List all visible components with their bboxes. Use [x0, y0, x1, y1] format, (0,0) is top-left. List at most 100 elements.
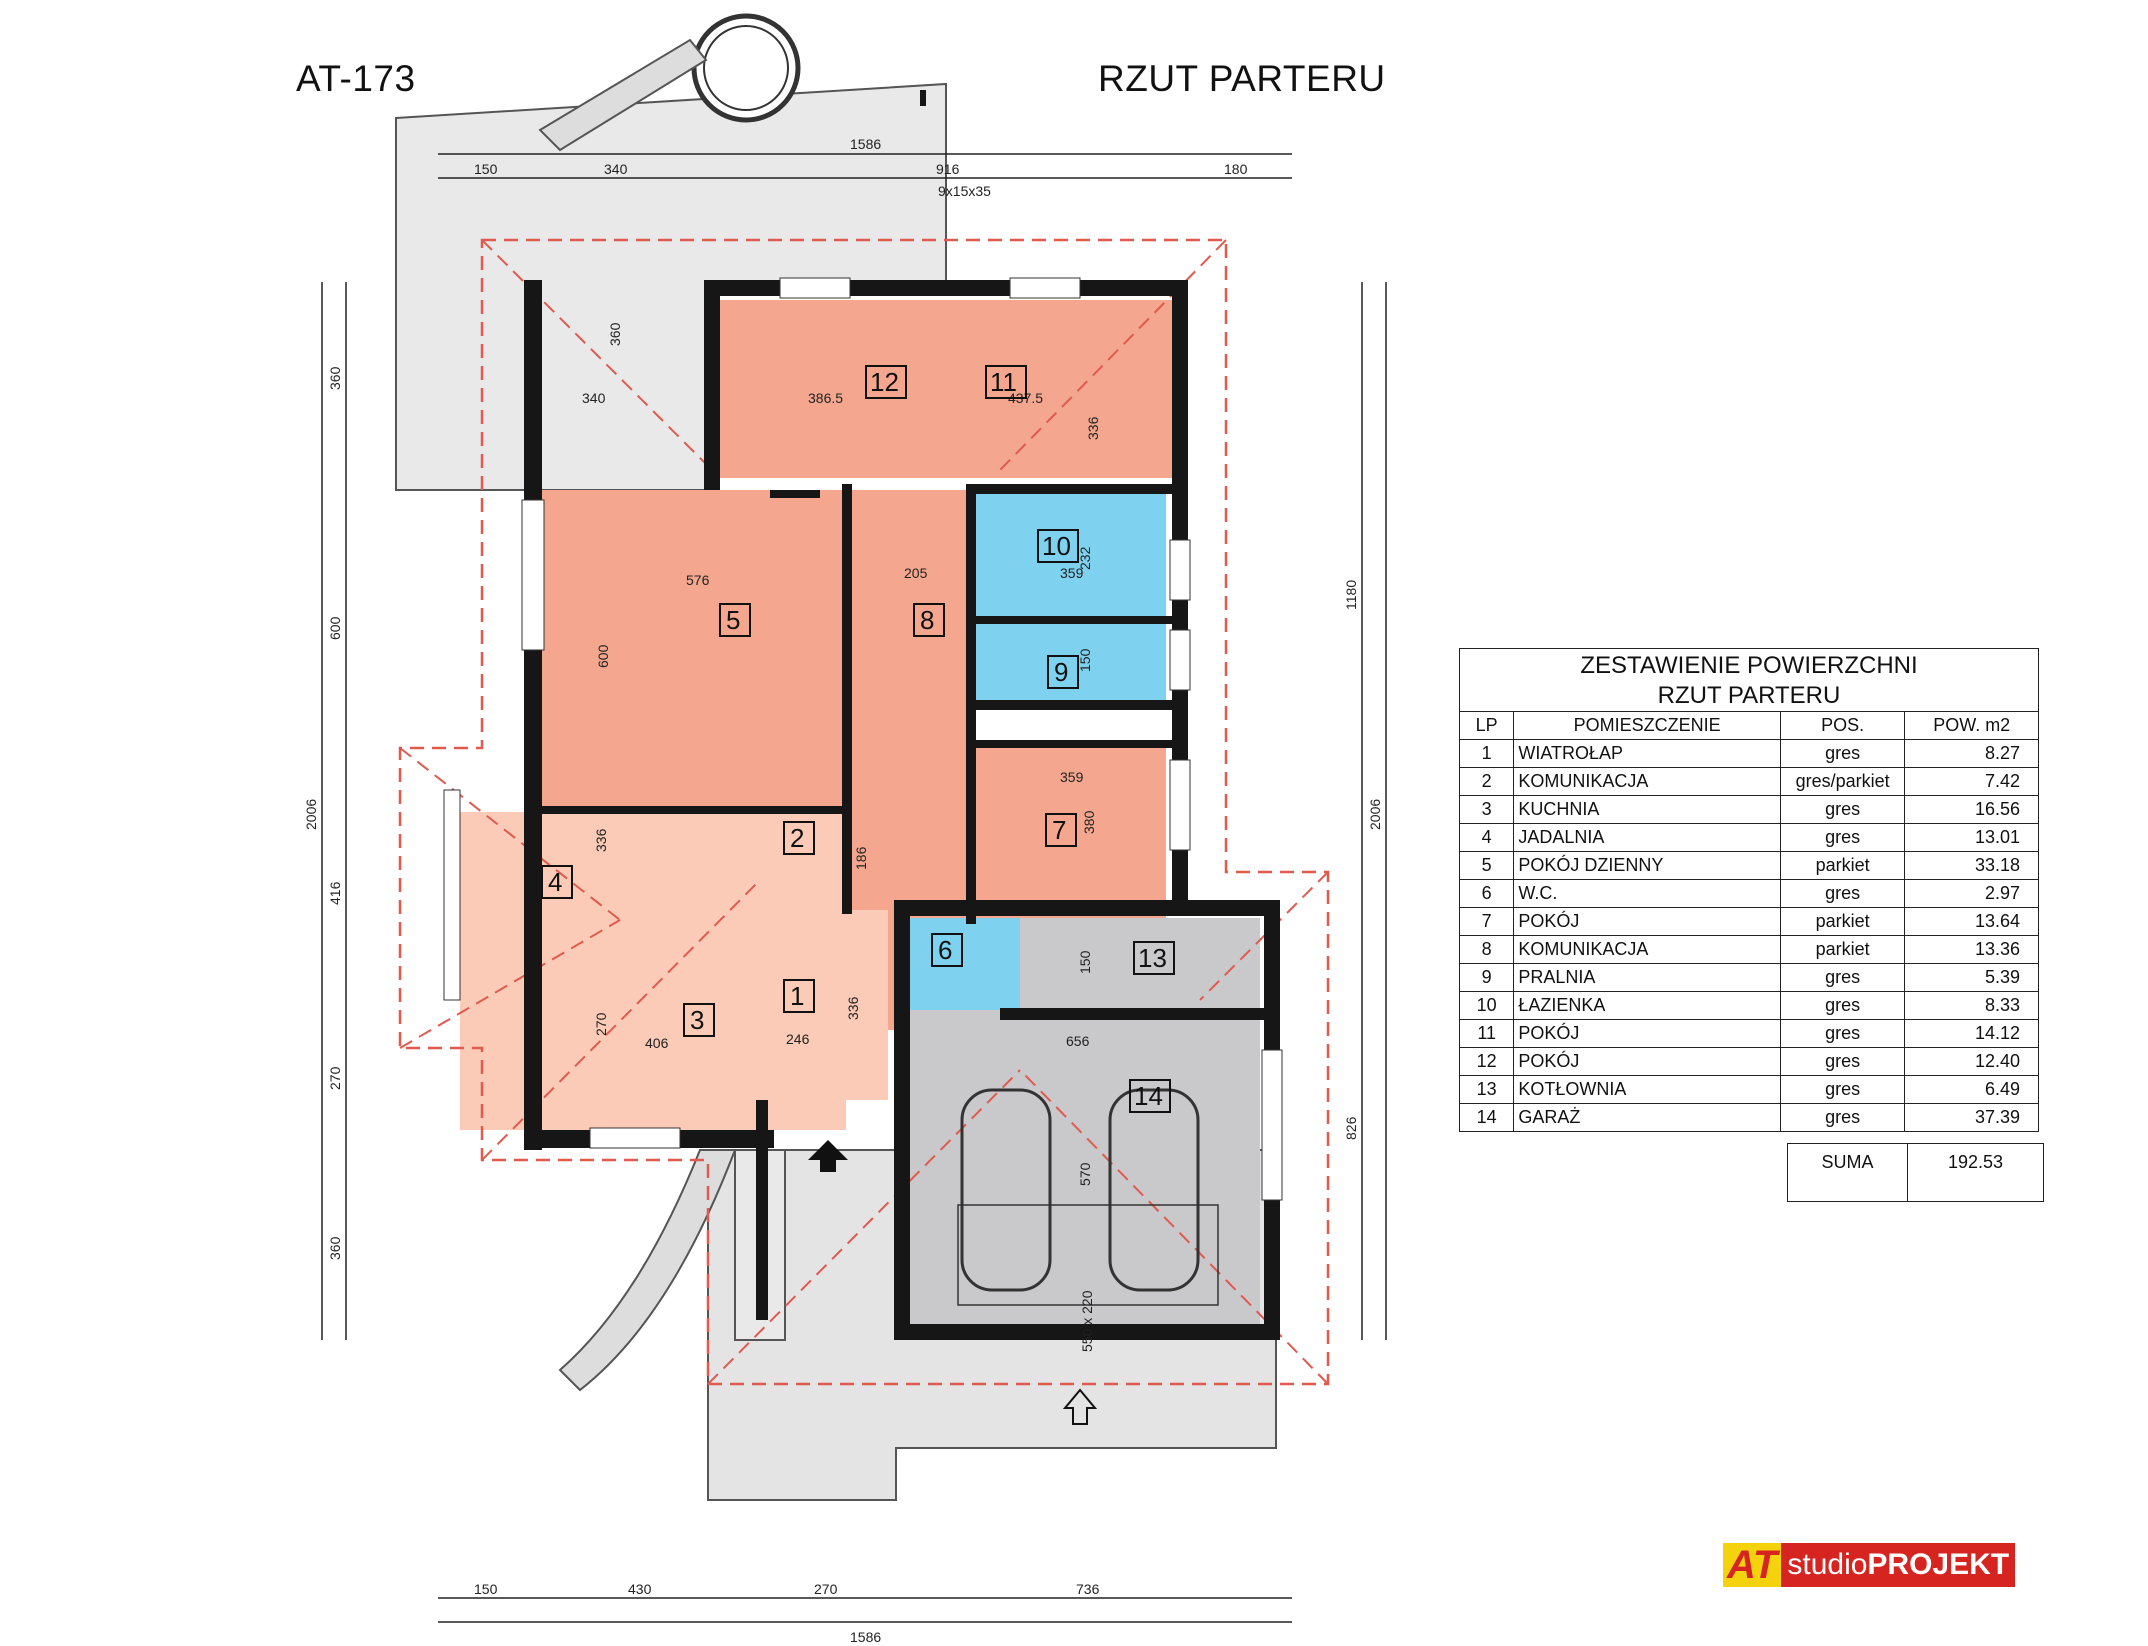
cell-pos: gres [1779, 1103, 1906, 1132]
cell-pow: 37.39 [1904, 1103, 2039, 1132]
entrance-arrow-icon [808, 1140, 848, 1172]
room-label-5: 5 [719, 603, 751, 637]
cell-pow: 13.64 [1904, 907, 2039, 936]
floor-plan: 1586 150 340 916 180 9x15x35 150 430 270… [303, 13, 1387, 1645]
area-sum: SUMA 192.53 [1787, 1143, 2044, 1202]
dim-right-2: 826 [1343, 1116, 1359, 1140]
svg-text:1: 1 [790, 981, 804, 1011]
header-pow: POW. m2 [1904, 711, 2039, 740]
cell-pow: 7.42 [1904, 767, 2039, 796]
cell-pos: parkiet [1779, 935, 1906, 964]
dim-bottom-3: 270 [814, 1581, 838, 1597]
dim-gate: 550 x 220 [1079, 1290, 1095, 1352]
dimension-labels: 1586 150 340 916 180 9x15x35 150 430 270… [303, 136, 1383, 1645]
plan-title: RZUT PARTERU [1098, 58, 1386, 99]
cell-pow: 5.39 [1904, 963, 2039, 992]
dim-top-4: 180 [1224, 161, 1248, 177]
cell-pos: parkiet [1779, 907, 1906, 936]
cell-pow: 12.40 [1904, 1047, 2039, 1076]
cell-pow: 14.12 [1904, 1019, 2039, 1048]
cell-name: W.C. [1513, 879, 1781, 908]
cell-lp: 5 [1458, 851, 1515, 880]
garage-cars [957, 1088, 1219, 1306]
dim-r1-w: 246 [786, 1031, 810, 1047]
svg-text:3: 3 [690, 1005, 704, 1035]
dim-r13-h: 150 [1077, 950, 1093, 974]
dim-terrace-h: 360 [607, 322, 623, 346]
cell-name: GARAŻ [1513, 1103, 1781, 1132]
cell-lp: 2 [1458, 767, 1515, 796]
cell-pos: gres [1779, 739, 1906, 768]
studio-logo: AT studioPROJEKT [1723, 1543, 2016, 1587]
dim-r2-h: 336 [593, 828, 609, 852]
logo-mark: AT [1723, 1543, 1782, 1587]
cell-name: POKÓJ DZIENNY [1513, 851, 1781, 880]
cell-pow: 8.33 [1904, 991, 2039, 1020]
svg-text:12: 12 [870, 367, 899, 397]
room-labels: 1 2 3 4 5 6 7 8 9 10 11 12 13 14 [541, 365, 1175, 1113]
cell-name: KOMUNIKACJA [1513, 935, 1781, 964]
room-label-14: 14 [1129, 1079, 1171, 1113]
cell-pow: 33.18 [1904, 851, 2039, 880]
cell-lp: 8 [1458, 935, 1515, 964]
dim-left-4: 270 [327, 1066, 343, 1090]
dim-r3-h: 270 [593, 1012, 609, 1036]
dim-r5-w: 576 [686, 572, 710, 588]
cell-lp: 1 [1458, 739, 1515, 768]
sum-value: 192.53 [1907, 1143, 2044, 1202]
cell-name: POKÓJ [1513, 1047, 1781, 1076]
header-name: POMIESZCZENIE [1513, 711, 1781, 740]
cell-pos: gres [1779, 879, 1906, 908]
sum-label: SUMA [1787, 1143, 1908, 1202]
dim-bottom-2: 430 [628, 1581, 652, 1597]
dim-r5-h: 600 [595, 644, 611, 668]
cell-pow: 6.49 [1904, 1075, 2039, 1104]
cell-pos: parkiet [1779, 851, 1906, 880]
room-label-11: 11 [985, 365, 1027, 399]
table-header-row: LP POMIESZCZENIE POS. POW. m2 [1458, 711, 2039, 740]
cell-lp: 11 [1458, 1019, 1515, 1048]
cell-name: ŁAZIENKA [1513, 991, 1781, 1020]
dim-right-total: 2006 [1367, 799, 1383, 830]
dim-left-5: 360 [327, 1236, 343, 1260]
svg-text:4: 4 [548, 867, 562, 897]
dim-top-2: 340 [604, 161, 628, 177]
dim-top-3: 916 [936, 161, 960, 177]
cell-pos: gres [1779, 991, 1906, 1020]
svg-text:8: 8 [920, 605, 934, 635]
room-label-3: 3 [683, 1003, 715, 1037]
svg-text:14: 14 [1134, 1081, 1163, 1111]
dim-r14-w: 656 [1066, 1033, 1090, 1049]
dim-r8-h: 186 [853, 846, 869, 870]
cell-pos: gres [1779, 963, 1906, 992]
cell-name: JADALNIA [1513, 823, 1781, 852]
room-label-8: 8 [913, 603, 945, 637]
cell-lp: 4 [1458, 823, 1515, 852]
cell-name: PRALNIA [1513, 963, 1781, 992]
dim-stairs: 9x15x35 [938, 183, 991, 199]
dim-r12-w: 386.5 [808, 390, 843, 406]
project-code: AT-173 [296, 58, 416, 99]
dim-left-total: 2006 [303, 799, 319, 830]
svg-text:13: 13 [1138, 943, 1167, 973]
svg-text:9: 9 [1054, 657, 1068, 687]
cell-pow: 13.36 [1904, 935, 2039, 964]
dim-r8-w: 205 [904, 565, 928, 581]
room-label-1: 1 [783, 979, 815, 1013]
cell-lp: 9 [1458, 963, 1515, 992]
dim-bottom-1: 150 [474, 1581, 498, 1597]
dim-r10-w: 359 [1060, 565, 1084, 581]
logo-text: studioPROJEKT [1781, 1543, 2016, 1587]
dim-r14-h: 570 [1077, 1162, 1093, 1186]
cell-pos: gres [1779, 823, 1906, 852]
cell-pos: gres [1779, 1019, 1906, 1048]
cell-name: WIATROŁAP [1513, 739, 1781, 768]
room-label-10: 10 [1037, 529, 1079, 563]
